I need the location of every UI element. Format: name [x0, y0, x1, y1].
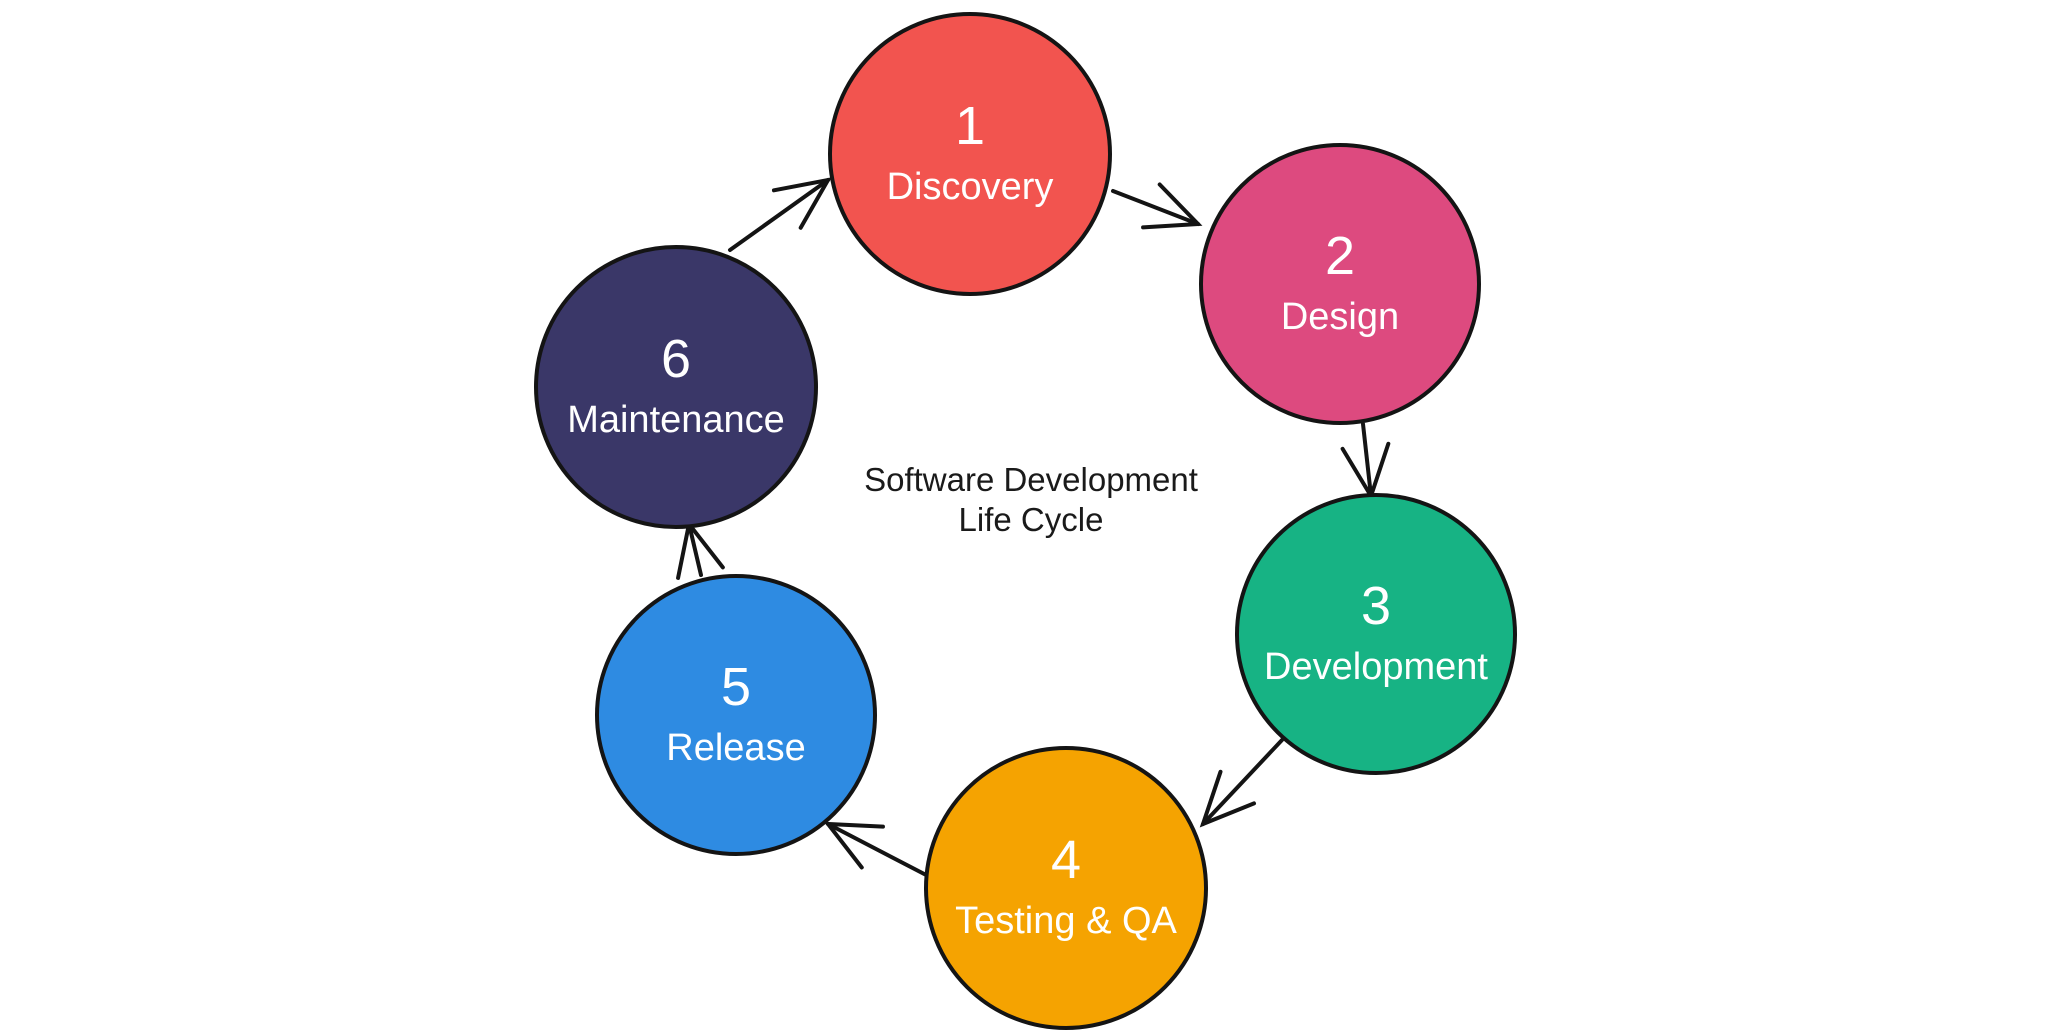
node-label-release: Release [666, 726, 806, 769]
arrow-maintenance-to-discovery [728, 177, 832, 252]
node-label-testing-qa: Testing & QA [955, 899, 1177, 942]
node-number-release: 5 [720, 656, 752, 717]
arrow-testing-qa-to-release [823, 821, 932, 879]
node-number-maintenance: 6 [660, 328, 692, 389]
node-label-design: Design [1280, 295, 1400, 338]
node-label-maintenance: Maintenance [567, 398, 785, 441]
arrow-development-to-testing-qa [1199, 738, 1284, 828]
diagram-title: Software Development Life Cycle [864, 460, 1198, 540]
arrow-discovery-to-design [1111, 182, 1203, 230]
node-label-development: Development [1264, 645, 1488, 688]
node-label-discovery: Discovery [886, 165, 1054, 208]
node-number-discovery: 1 [954, 95, 986, 156]
node-number-development: 3 [1360, 575, 1392, 636]
diagram-title-line-1: Software Development [864, 461, 1198, 498]
node-number-design: 2 [1324, 225, 1356, 286]
diagram-title-line-2: Life Cycle [958, 501, 1104, 538]
arrow-release-to-maintenance [676, 519, 725, 580]
node-number-testing-qa: 4 [1050, 829, 1082, 890]
arrow-design-to-development [1340, 422, 1391, 501]
